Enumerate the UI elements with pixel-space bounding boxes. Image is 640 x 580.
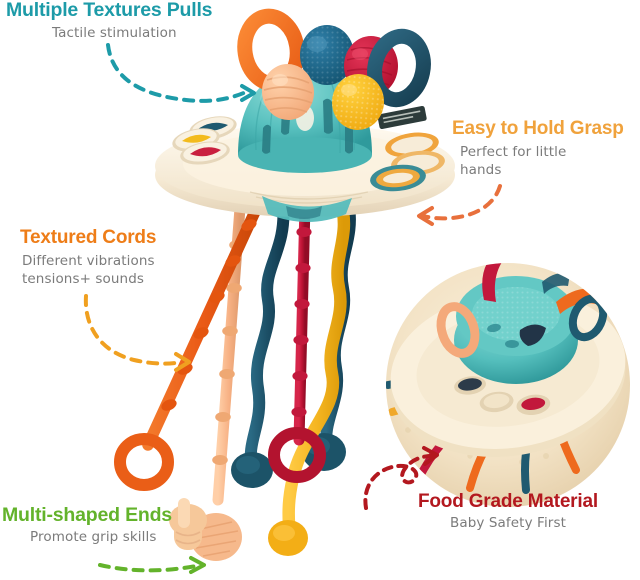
callout-subtitle-grasp: Perfect for little hands: [460, 143, 624, 179]
highlight: [273, 525, 295, 541]
cord-teal-back: [244, 199, 290, 474]
inset-handle-peach-ring: [436, 302, 480, 358]
callout-title-ends: Multi-shaped Ends: [2, 504, 172, 526]
callout-subtitle-grasp-line1: Perfect for little: [460, 143, 567, 160]
saucer-underside: [262, 196, 352, 222]
callout-subtitle-grasp-line2: hands: [460, 162, 502, 179]
callout-title-textures: Multiple Textures Pulls: [6, 0, 213, 21]
callout-multiple-textures: Multiple Textures Pulls Tactile stimulat…: [6, 0, 213, 43]
highlight: [236, 456, 260, 474]
pull-handle-group: [237, 8, 431, 130]
callout-subtitle-food: Baby Safety First: [450, 514, 566, 531]
callout-food-grade-material: Food Grade Material Baby Safety First: [418, 492, 598, 532]
product-label-tag: [377, 105, 427, 130]
callout-subtitle-ends: Promote grip skills: [30, 529, 157, 546]
handle-blue-ball: [300, 25, 354, 85]
handle-peach-disc: [261, 64, 315, 120]
inset-handle-red: [482, 263, 502, 302]
cutout-left-group: [172, 116, 237, 165]
callout-subtitle-textures: Tactile stimulation: [52, 25, 177, 42]
cord-group: [114, 193, 356, 561]
callout-title-grasp: Easy to Hold Grasp: [452, 118, 624, 139]
cord-end-orange-ring: [114, 433, 174, 491]
callout-title-cords: Textured Cords: [20, 227, 157, 248]
callout-multi-shaped-ends: Multi-shaped Ends Promote grip skills: [2, 505, 172, 547]
callout-subtitle-cords-line1: Different vibrations: [22, 252, 155, 269]
callout-subtitle-cords: Different vibrations tensions+ sounds: [22, 252, 156, 288]
handle-yellow-disc: [331, 74, 385, 130]
callout-easy-to-hold-grasp: Easy to Hold Grasp Perfect for little ha…: [452, 119, 624, 179]
callout-subtitle-cords-line2: tensions+ sounds: [22, 271, 144, 288]
inset-handle-orange: [556, 288, 598, 314]
cord-red: [268, 199, 326, 483]
inset-handle-dark: [519, 324, 546, 346]
callout-textured-cords: Textured Cords Different vibrations tens…: [20, 228, 156, 288]
handle-teal-ring: [367, 28, 431, 108]
cutout-right-group: [370, 132, 445, 192]
callout-title-food: Food Grade Material: [418, 491, 598, 512]
inset-product-photo: [386, 263, 630, 507]
